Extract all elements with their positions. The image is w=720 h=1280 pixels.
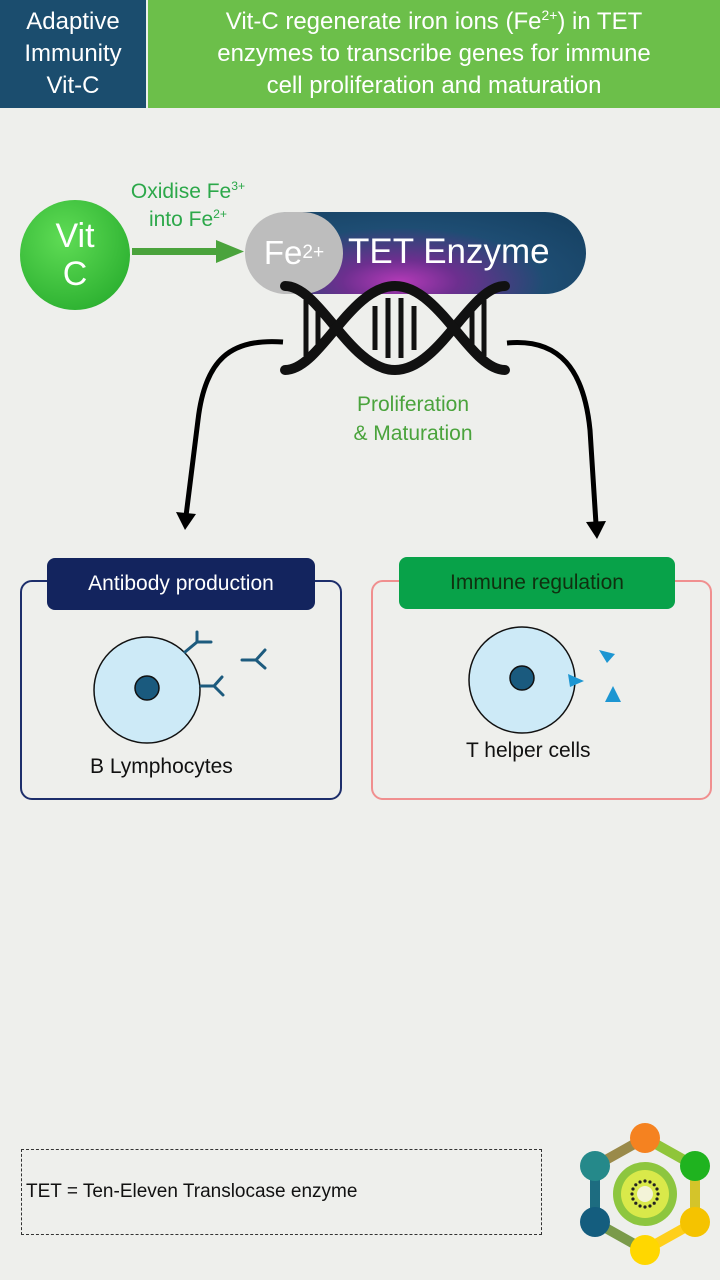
kiwi-seed (648, 1180, 652, 1184)
arrow-to-t-cells (506, 340, 606, 539)
antibody-production-tab: Antibody production (47, 558, 315, 610)
oxidise-line-2-text: into Fe (148, 208, 214, 231)
vitamin-c-label-line-1: Vit (55, 217, 95, 255)
logo-node-6 (580, 1151, 610, 1181)
kiwi-seed (631, 1187, 635, 1191)
header-title-line-3: Vit-C (46, 72, 100, 99)
header-line1-superscript: 2+ (541, 7, 558, 23)
kiwi-seed (630, 1192, 634, 1196)
arrow-to-b-cells (176, 339, 284, 530)
header-title-box: Adaptive Immunity Vit-C (0, 0, 146, 108)
kiwi-seed (634, 1201, 638, 1205)
t-helper-cell-icon (468, 626, 621, 734)
kiwi-core-icon (637, 1186, 653, 1202)
kiwi-seed (634, 1183, 638, 1187)
proliferation-line-2: & Maturation (353, 422, 473, 445)
kiwi-seed (652, 1201, 656, 1205)
header-description-line-3: cell proliferation and maturation (266, 72, 602, 99)
header-line1-text: Vit-C regenerate iron ions (Fe (225, 8, 542, 35)
header-description-line-1: Vit-C regenerate iron ions (Fe2+) in TET (156, 6, 712, 38)
tet-enzyme-label: TET Enzyme (348, 232, 550, 271)
kiwi-seed (656, 1192, 660, 1196)
header-line1-text-end: ) in TET (557, 8, 643, 35)
b-lymphocyte-icon (93, 630, 267, 744)
logo-node-3 (680, 1207, 710, 1237)
oxidise-line-1-superscript: 3+ (231, 179, 246, 193)
oxidise-line-1: Oxidise Fe3+ (108, 178, 268, 206)
antibody-icon (183, 630, 267, 697)
immune-regulation-tab: Immune regulation (399, 557, 675, 609)
dna-helix-icon (280, 280, 510, 376)
kiwi-seed (638, 1204, 642, 1208)
oxidise-line-2-superscript: 2+ (213, 207, 228, 221)
header-description-line-2: enzymes to transcribe genes for immune (217, 40, 651, 67)
header-description-box: Vit-C regenerate iron ions (Fe2+) in TET… (148, 0, 720, 108)
oxidise-label: Oxidise Fe3+ into Fe2+ (108, 178, 268, 234)
oxidise-line-2: into Fe2+ (108, 206, 268, 234)
header-title-line-2: Immunity (24, 40, 122, 67)
t-helper-cells-label: T helper cells (466, 739, 591, 762)
vitamin-c-label-line-2: C (62, 255, 88, 293)
kiwi-seed (652, 1183, 656, 1187)
green-arrow (132, 240, 244, 263)
kiwi-seed (655, 1197, 659, 1201)
proliferation-line-1: Proliferation (356, 393, 470, 416)
kiwi-seed (655, 1187, 659, 1191)
logo-node-2 (680, 1151, 710, 1181)
vitamin-c-circle: Vit C (20, 200, 130, 310)
kiwi-seed (638, 1180, 642, 1184)
logo-nodes (580, 1123, 710, 1265)
logo-node-4 (630, 1235, 660, 1265)
kiwi-seed (648, 1204, 652, 1208)
header-title-line-1: Adaptive (26, 8, 120, 35)
oxidise-line-1-text: Oxidise Fe (130, 180, 232, 203)
kiwi-seed (643, 1179, 647, 1183)
logo-node-1 (630, 1123, 660, 1153)
kiwi-seeds-icon (630, 1179, 660, 1209)
footnote-text: TET = Ten-Eleven Translocase enzyme (26, 1181, 358, 1202)
cytokine-icon (568, 650, 621, 702)
kiwi-seed (643, 1205, 647, 1209)
kiwi-hexagon-logo (580, 1123, 710, 1265)
proliferation-label: Proliferation & Maturation (300, 390, 526, 448)
logo-node-5 (580, 1207, 610, 1237)
footnote-box: TET = Ten-Eleven Translocase enzyme (21, 1149, 542, 1235)
b-lymphocytes-label: B Lymphocytes (90, 755, 233, 778)
iron-ion-text: Fe (263, 234, 303, 271)
kiwi-seed (631, 1197, 635, 1201)
